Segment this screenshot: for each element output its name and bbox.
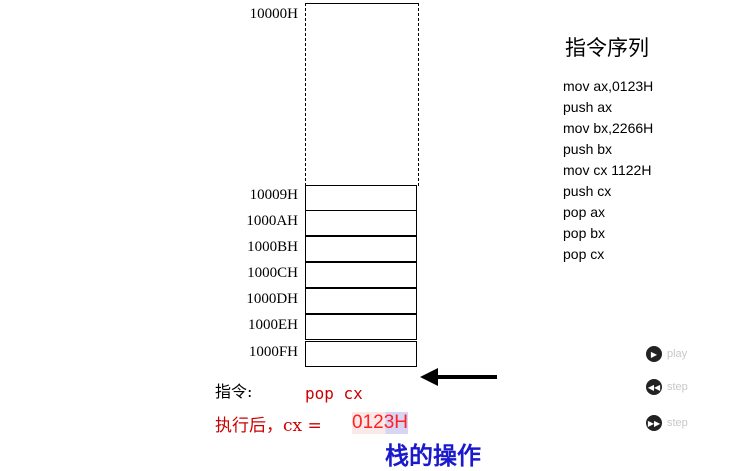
stack-cell bbox=[305, 185, 417, 211]
play-button[interactable]: ▶ play bbox=[646, 346, 687, 362]
stack-cell bbox=[305, 341, 417, 367]
step-forward-label: step bbox=[667, 417, 688, 429]
slide-title: 栈的操作 bbox=[385, 442, 481, 470]
instruction-item: pop ax bbox=[563, 204, 606, 220]
stack-cell bbox=[305, 262, 417, 288]
address-label: 1000AH bbox=[246, 213, 298, 229]
instruction-item: push bx bbox=[563, 141, 613, 157]
instruction-item: mov ax,0123H bbox=[563, 78, 654, 94]
instruction-item: push ax bbox=[563, 99, 613, 115]
step-back-icon: ◀◀ bbox=[646, 379, 662, 395]
stack-cell bbox=[305, 288, 417, 314]
play-label: play bbox=[667, 348, 688, 360]
result-value: 0123H bbox=[352, 412, 408, 434]
step-back-button[interactable]: ◀◀ step bbox=[646, 379, 688, 395]
address-label: 1000CH bbox=[247, 265, 298, 281]
instruction-label: 指令: bbox=[215, 382, 253, 401]
stack-empty-region bbox=[305, 3, 419, 186]
stack-cell bbox=[305, 236, 417, 262]
stack-cell bbox=[305, 210, 417, 236]
address-label: 1000EH bbox=[248, 317, 298, 333]
instruction-item: mov bx,2266H bbox=[563, 120, 654, 136]
current-instruction: pop cx bbox=[305, 384, 363, 403]
stack-top-address: 10000H bbox=[249, 6, 298, 22]
address-label: 1000FH bbox=[248, 344, 298, 360]
address-label: 1000BH bbox=[247, 239, 298, 255]
instruction-item: pop bx bbox=[563, 225, 606, 241]
result-label: 执行后，cx = bbox=[215, 416, 322, 436]
stack-cell bbox=[305, 314, 417, 340]
instruction-item: pop cx bbox=[563, 246, 605, 262]
step-back-label: step bbox=[667, 381, 688, 393]
instruction-item: mov cx 1122H bbox=[563, 162, 652, 178]
address-label: 1000DH bbox=[246, 291, 298, 307]
play-icon: ▶ bbox=[646, 346, 662, 362]
address-label: 10009H bbox=[249, 187, 298, 203]
instruction-list: mov ax,0123H push ax mov bx,2266H push b… bbox=[563, 76, 653, 265]
step-forward-button[interactable]: ▶▶ step bbox=[646, 415, 688, 431]
instruction-sequence-title: 指令序列 bbox=[565, 36, 649, 60]
instruction-item: push cx bbox=[563, 183, 612, 199]
step-forward-icon: ▶▶ bbox=[646, 415, 662, 431]
stack-pointer-arrow-icon bbox=[420, 368, 497, 386]
